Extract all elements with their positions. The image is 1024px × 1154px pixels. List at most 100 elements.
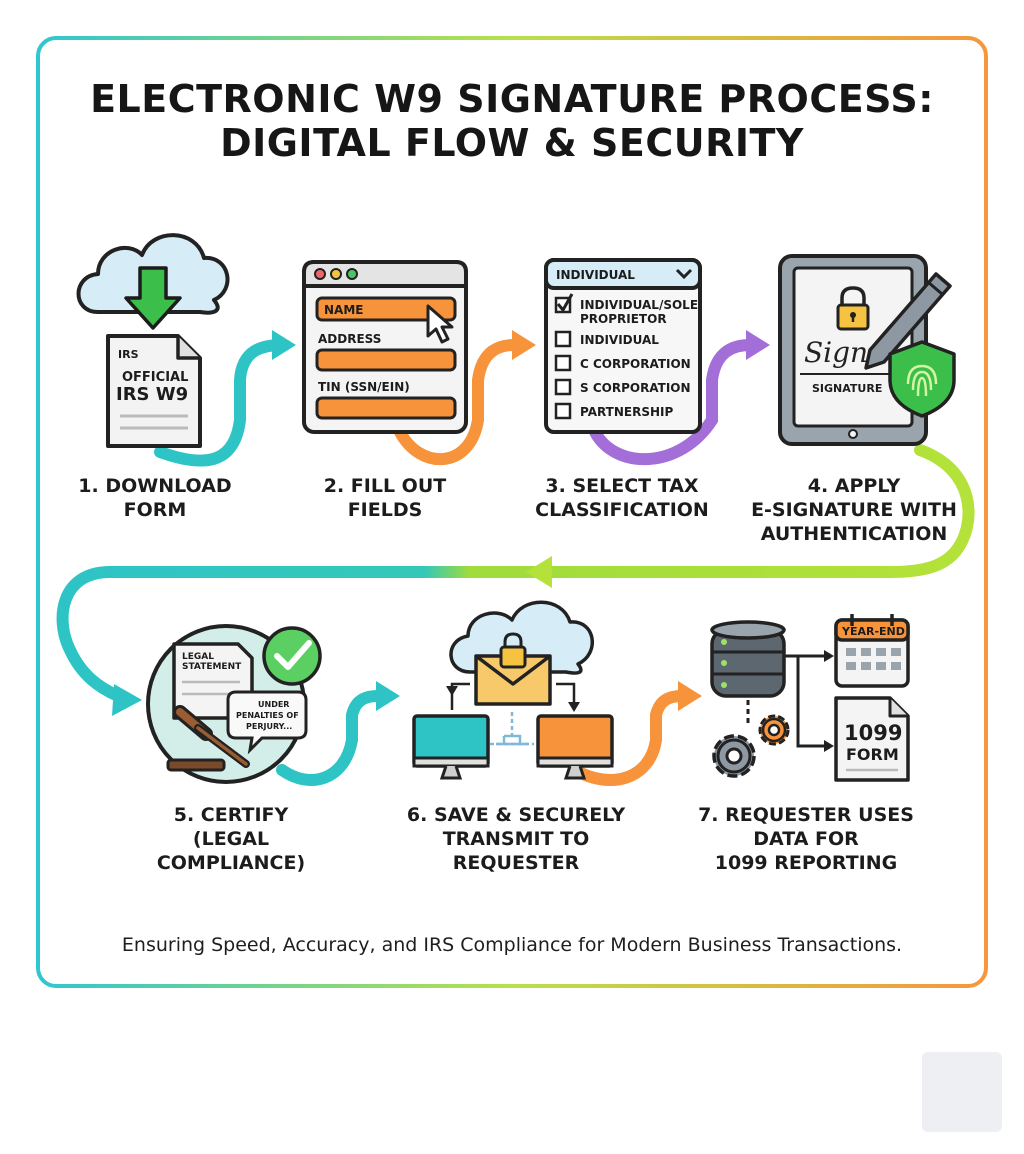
step-1-line-1: 1. DOWNLOAD: [78, 475, 232, 497]
irs-seal-text: IRS: [118, 348, 139, 361]
step-3-line-1: 3. SELECT TAX: [545, 475, 699, 497]
step-7-label: 7. REQUESTER USES DATA FOR 1099 REPORTIN…: [686, 803, 926, 875]
lock-icon: [836, 286, 870, 331]
form-window: NAME ADDRESS TIN (SSN/EIN): [302, 260, 468, 434]
document-icon: [106, 334, 202, 448]
address-field-label: ADDRESS: [318, 332, 381, 346]
connector-arrowhead-3-4: [746, 330, 770, 360]
checkmark-icon: [556, 293, 574, 313]
legal-statement-l2: STATEMENT: [182, 662, 242, 672]
step-5-line-3: COMPLIANCE): [156, 852, 306, 874]
step-4-line-1: 4. APPLY: [807, 475, 901, 497]
pen-icon: [864, 272, 952, 370]
checkbox-partnership: [554, 402, 572, 420]
step-6-line-2: TRANSMIT TO: [442, 828, 590, 850]
step-6-line-3: REQUESTER: [452, 852, 580, 874]
address-field: [315, 348, 457, 372]
footer-tagline: Ensuring Speed, Accuracy, and IRS Compli…: [121, 934, 903, 956]
form-1099-doc: 1099 FORM: [834, 696, 910, 782]
title-line-1: ELECTRONIC W9 SIGNATURE PROCESS:: [90, 77, 934, 121]
tin-field: [315, 396, 457, 420]
connector-arrow-5-6: [276, 690, 384, 786]
cursor-icon: [426, 304, 454, 344]
step-4-line-3: AUTHENTICATION: [760, 523, 948, 545]
step-2-line-2: FIELDS: [347, 499, 423, 521]
tax-dropdown-selected: INDIVIDUAL: [556, 268, 635, 282]
step-2-line-1: 2. FILL OUT: [323, 475, 447, 497]
step-7-line-2: DATA FOR: [753, 828, 859, 850]
step-7-line-1: 7. REQUESTER USES: [698, 804, 914, 826]
step-3-line-2: CLASSIFICATION: [535, 499, 709, 521]
option-sole-proprietor-l2: PROPRIETOR: [580, 312, 667, 326]
chevron-down-icon: [675, 268, 693, 280]
calendar-label: YEAR-END: [841, 625, 905, 638]
step-7-line-3: 1099 REPORTING: [714, 852, 898, 874]
step-6-label: 6. SAVE & SECURELY TRANSMIT TO REQUESTER: [396, 803, 636, 875]
option-individual: INDIVIDUAL: [580, 333, 659, 347]
option-c-corporation: C CORPORATION: [580, 357, 691, 371]
download-arrow-icon: [124, 266, 182, 330]
fingerprint-shield-icon: [888, 340, 956, 418]
form-1099-l1: 1099: [844, 721, 902, 745]
return-arrow: [56, 444, 975, 702]
tin-field-label: TIN (SSN/EIN): [318, 380, 410, 394]
transmit-illustration: [412, 600, 614, 780]
report-illustration: YEAR-END 1099 FORM: [710, 614, 910, 782]
connector-arrow-1-2: [154, 339, 288, 467]
database-icon: [710, 620, 786, 698]
step-5-label: 5. CERTIFY (LEGAL COMPLIANCE): [136, 803, 326, 875]
tablet-home-button: [848, 429, 858, 439]
certify-illustration: LEGAL STATEMENT UNDER PENALTIES OF PERJU…: [146, 624, 322, 784]
bubble-l2: PENALTIES OF: [236, 711, 299, 720]
return-arrowhead-left: [526, 556, 552, 588]
check-badge-icon: [262, 626, 322, 686]
connector-arrowhead-5-6: [376, 681, 400, 711]
connector-arrowhead-1-2: [272, 330, 296, 360]
speech-bubble: UNDER PENALTIES OF PERJURY...: [226, 690, 308, 755]
connector-arrow-3-4: [589, 339, 756, 466]
step-6-line-1: 6. SAVE & SECURELY: [406, 804, 626, 826]
connector-arrowhead-6-7: [678, 681, 702, 711]
bubble-l1: UNDER: [258, 700, 289, 709]
step-3-label: 3. SELECT TAX CLASSIFICATION: [522, 474, 722, 522]
tax-dropdown-panel: INDIVIDUAL INDIVIDUAL/SOLE PROPRIETOR IN…: [544, 258, 702, 434]
step-5-line-1: 5. CERTIFY: [173, 804, 289, 826]
step-4-line-2: E-SIGNATURE WITH: [751, 499, 957, 521]
download-illustration: IRS OFFICIAL IRS W9: [76, 233, 230, 448]
watermark-badge: [922, 1052, 1002, 1132]
step-4-label: 4. APPLY E-SIGNATURE WITH AUTHENTICATION: [744, 474, 964, 546]
step-5-line-2: (LEGAL: [192, 828, 270, 850]
option-sole-proprietor-l1: INDIVIDUAL/SOLE: [580, 298, 698, 312]
return-arrowhead-down: [112, 684, 142, 716]
connector-arrow-2-3: [394, 339, 520, 465]
computer-monitor-left: [412, 714, 490, 780]
connector-arrowhead-2-3: [512, 330, 536, 360]
name-field: [315, 296, 457, 322]
computer-monitor-right: [536, 714, 614, 780]
window-close-dot: [314, 268, 326, 280]
checkbox-s-corporation: [554, 378, 572, 396]
checkbox-c-corporation: [554, 354, 572, 372]
form-1099-l2: FORM: [846, 745, 899, 764]
legal-statement-l1: LEGAL: [182, 652, 214, 662]
option-s-corporation: S CORPORATION: [580, 381, 691, 395]
doc-text-irs-w9: IRS W9: [116, 384, 188, 405]
tax-dropdown-header: [544, 258, 702, 290]
step-1-line-2: FORM: [123, 499, 187, 521]
gear-icon: [712, 734, 756, 778]
doc-text-official: OFFICIAL: [122, 370, 188, 385]
signature-label: SIGNATURE: [812, 382, 882, 395]
signature-script: Sign: [804, 336, 868, 369]
checkbox-individual: [554, 330, 572, 348]
window-max-dot: [346, 268, 358, 280]
tablet-illustration: Sign SIGNATURE: [778, 254, 956, 446]
lock-icon-2: [499, 632, 527, 669]
calendar-icon: YEAR-END: [834, 614, 910, 688]
outer-frame: [36, 36, 988, 988]
name-field-label: NAME: [324, 303, 363, 317]
title-line-2: DIGITAL FLOW & SECURITY: [220, 121, 804, 165]
connector-arrow-6-7: [569, 690, 688, 786]
gavel-icon: [166, 705, 250, 772]
gear-icon-small: [758, 714, 790, 746]
